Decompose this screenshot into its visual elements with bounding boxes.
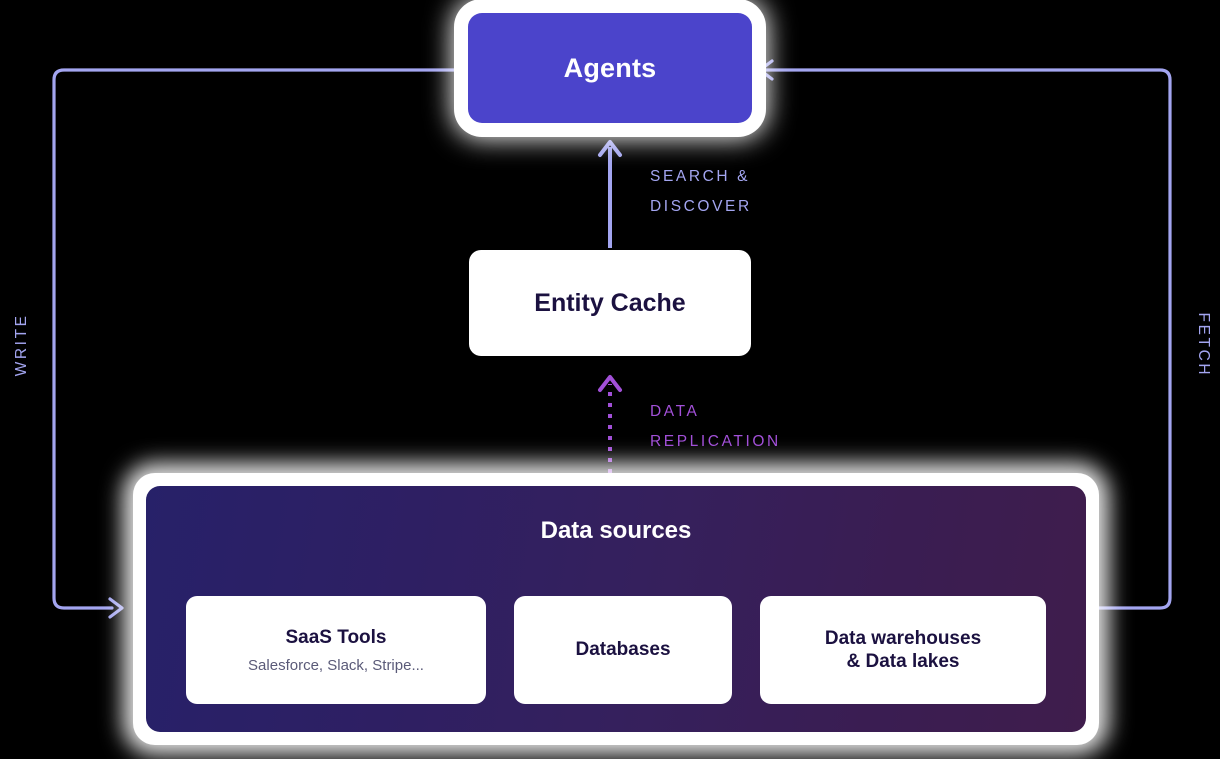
data-replication-edge-arrowhead [598,375,622,392]
fetch-edge-arrowhead [758,59,774,81]
data-source-card-title: Data warehouses & Data lakes [824,627,982,672]
data-source-card-list: SaaS Tools Salesforce, Slack, Stripe... … [186,596,1046,704]
edge-label-fetch: FETCH [1194,312,1212,378]
node-entity-cache-label: Entity Cache [534,288,686,317]
edge-label-write: WRITE [13,313,31,377]
write-edge-arrowhead [108,597,124,619]
data-source-card-databases[interactable]: Databases [514,596,732,704]
data-source-card-data-warehouses[interactable]: Data warehouses & Data lakes [760,596,1046,704]
node-agents-label: Agents [563,52,657,83]
node-data-sources[interactable]: Data sources SaaS Tools Salesforce, Slac… [146,486,1086,732]
node-entity-cache[interactable]: Entity Cache [469,250,751,356]
edge-label-data-replication: DATA REPLICATION [650,403,781,450]
node-agents[interactable]: Agents [468,13,752,123]
data-source-card-title: Databases [575,639,671,661]
edge-label-search-discover: SEARCH & DISCOVER [650,168,752,215]
data-source-card-title: SaaS Tools [285,627,387,649]
search-discover-edge-arrowhead [598,140,622,157]
data-source-card-subtitle: Salesforce, Slack, Stripe... [248,656,424,674]
data-source-card-saas-tools[interactable]: SaaS Tools Salesforce, Slack, Stripe... [186,596,486,704]
node-data-sources-title: Data sources [540,517,692,544]
